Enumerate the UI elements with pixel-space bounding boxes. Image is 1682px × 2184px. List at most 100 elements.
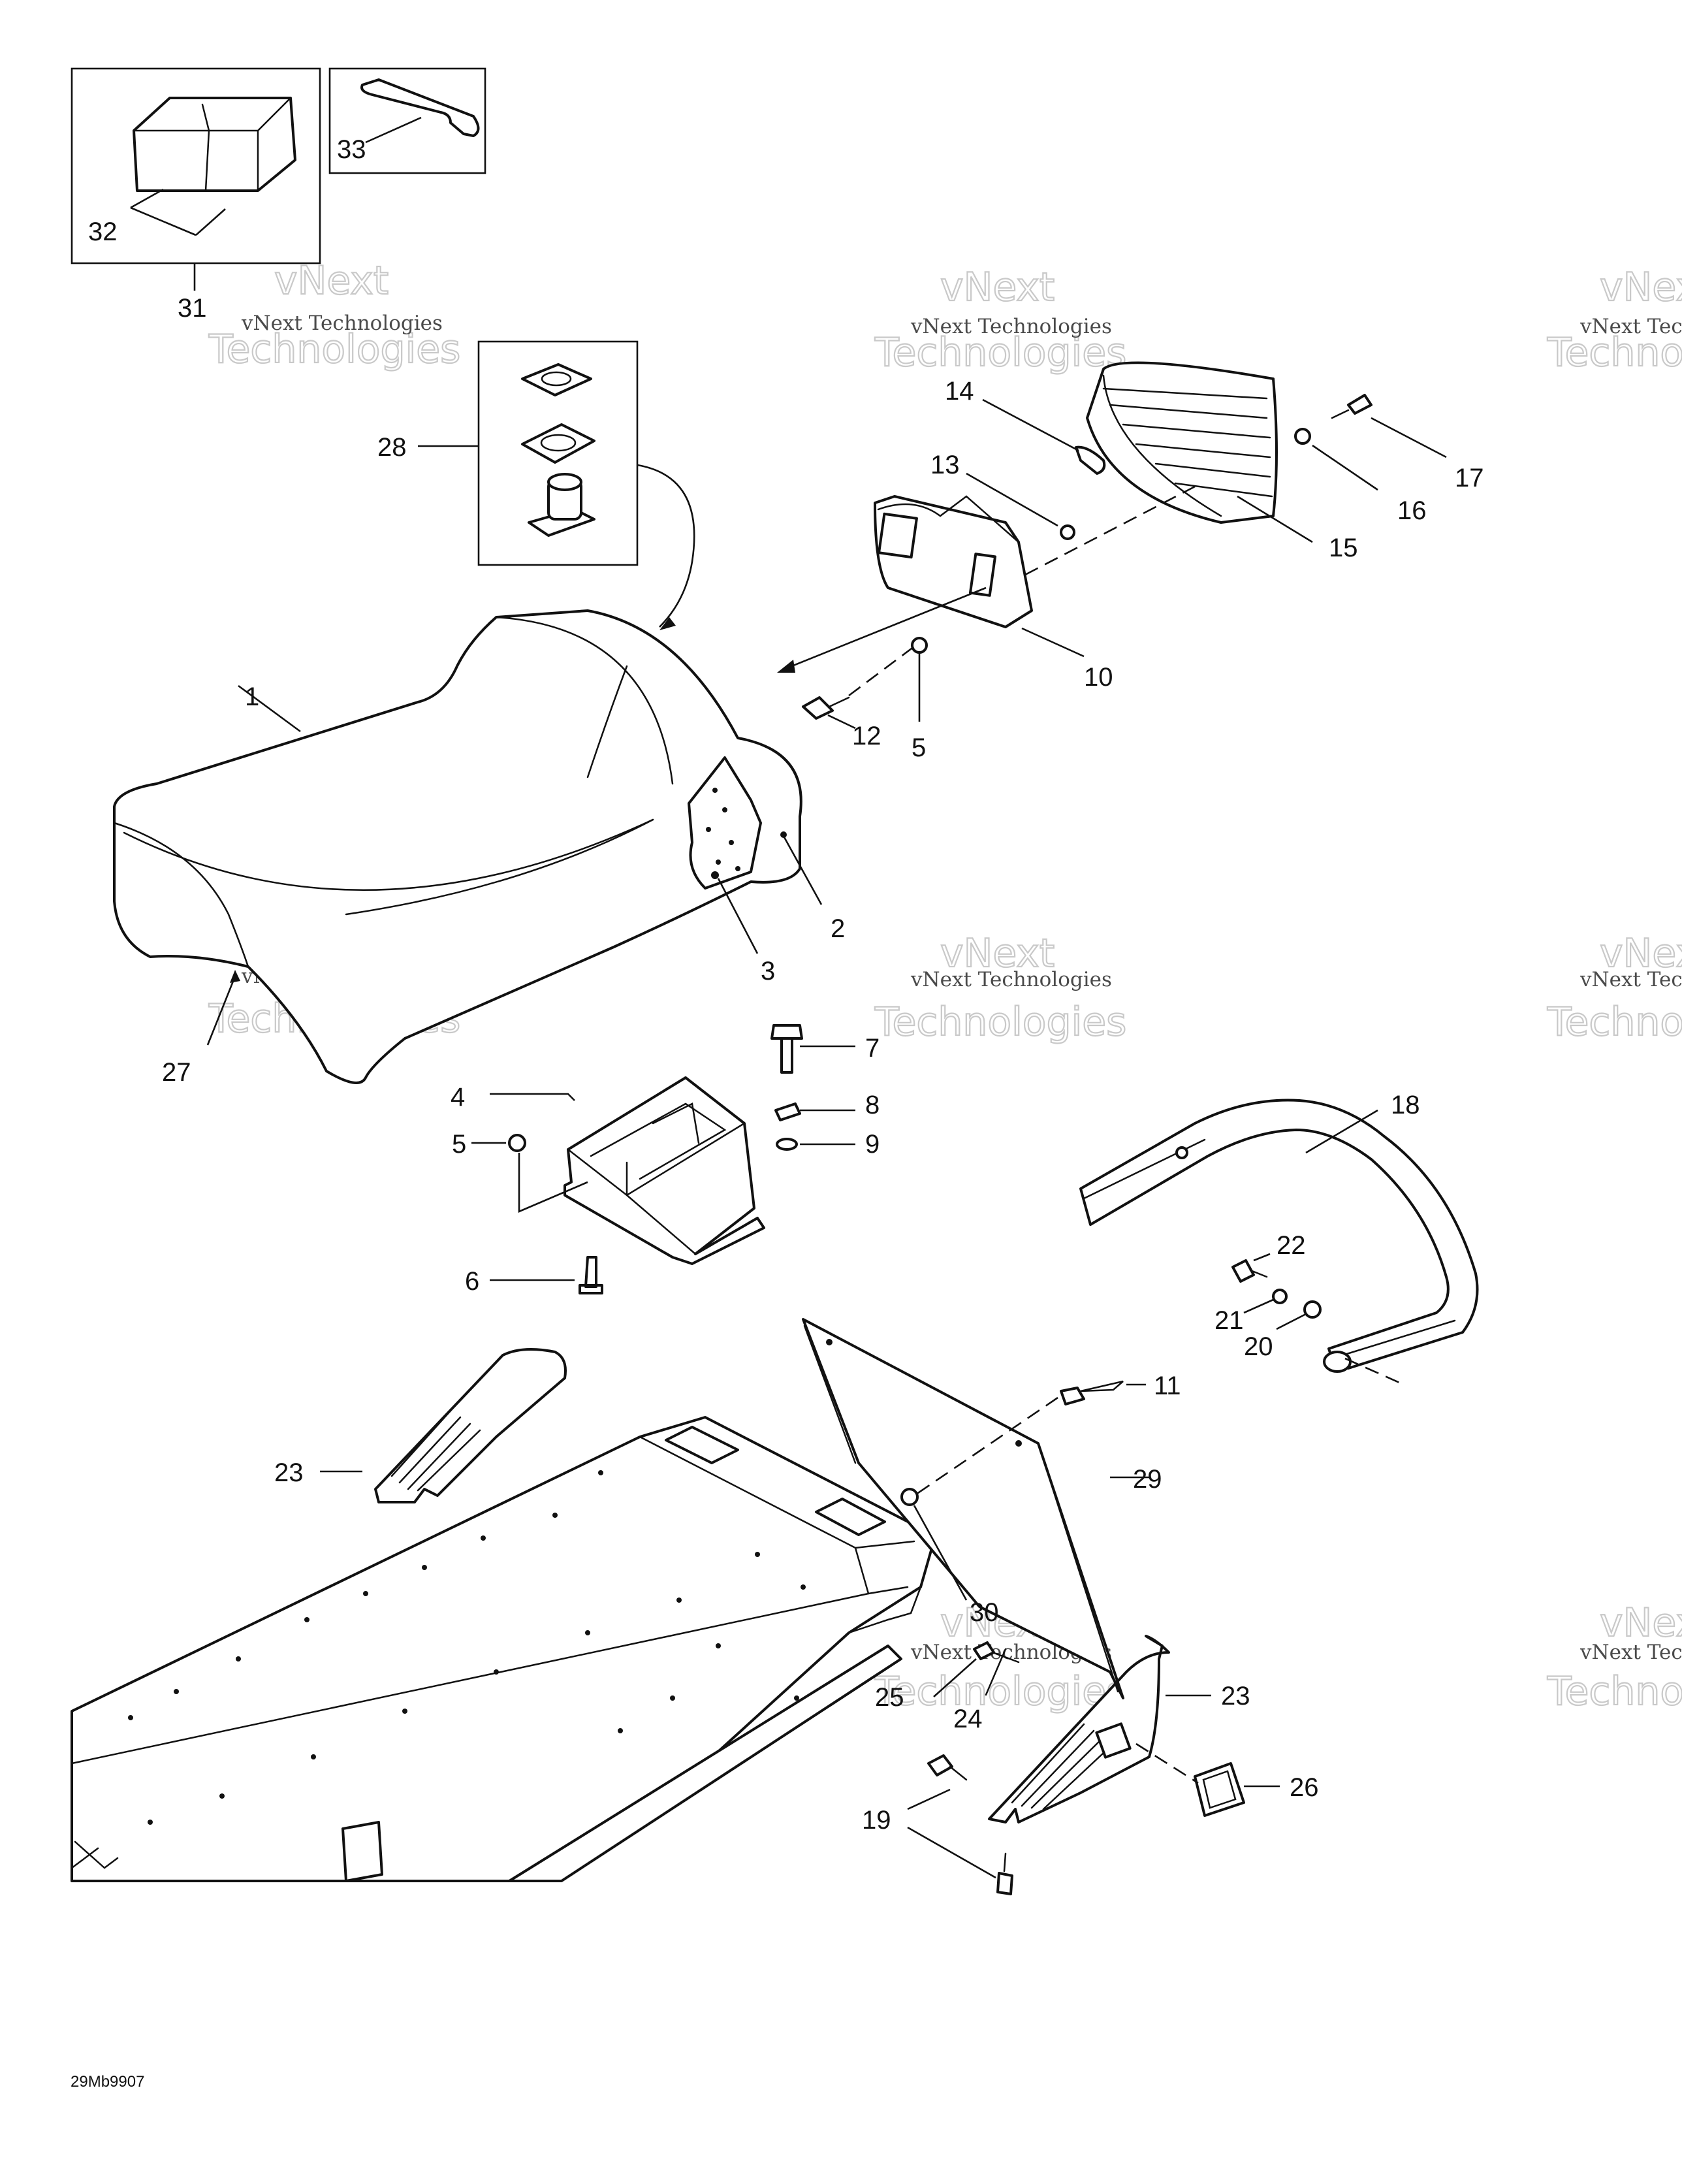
watermark-line1: vNext bbox=[940, 265, 1055, 310]
watermark-caption: vNext Technologies bbox=[1579, 315, 1682, 338]
watermark-line1: vNext bbox=[1600, 931, 1682, 976]
callout-27: 27 bbox=[162, 1058, 191, 1087]
bolt-part-22 bbox=[1231, 1259, 1255, 1283]
screw-part-6 bbox=[579, 1256, 603, 1294]
callout-14: 14 bbox=[945, 377, 974, 406]
grab-handle-assembly bbox=[1079, 1099, 1479, 1386]
washer-part-21 bbox=[1272, 1289, 1288, 1304]
callout-22: 22 bbox=[1277, 1231, 1306, 1260]
leader-15 bbox=[1237, 495, 1313, 543]
tunnel-rail bbox=[508, 1645, 902, 1882]
inset-box-31 bbox=[71, 67, 321, 265]
tunnel-slot-1 bbox=[665, 1426, 739, 1464]
screw-part-19 bbox=[927, 1754, 953, 1776]
callout-4: 4 bbox=[451, 1083, 465, 1112]
inset-seat-cover-kit bbox=[71, 67, 321, 291]
leader-33 bbox=[365, 116, 422, 144]
leader-4 bbox=[490, 1093, 575, 1101]
rivet-part-11 bbox=[1060, 1387, 1085, 1405]
bolt-part-7 bbox=[770, 1024, 803, 1040]
nut-part-13 bbox=[1060, 524, 1075, 540]
leader-19-lower bbox=[907, 1826, 996, 1879]
tunnel-assembly bbox=[71, 1416, 935, 1882]
watermark-9: vNext Technologies vNext Technologies bbox=[1546, 1599, 1682, 1715]
callout-29: 29 bbox=[1133, 1465, 1162, 1494]
callout-17: 17 bbox=[1455, 464, 1484, 492]
callout-23-left: 23 bbox=[274, 1458, 304, 1487]
callout-1: 1 bbox=[245, 682, 259, 711]
watermark-1: vNext Technologies vNext Technologies bbox=[208, 257, 462, 373]
watermark-line2: Technologies bbox=[1547, 1669, 1682, 1714]
leader-17 bbox=[1371, 417, 1447, 458]
leader-19 bbox=[907, 1788, 951, 1810]
leader-21 bbox=[1243, 1298, 1274, 1314]
callout-31: 31 bbox=[178, 294, 207, 323]
watermark-line2: Technologies bbox=[208, 327, 460, 372]
callout-10: 10 bbox=[1084, 663, 1113, 692]
taillight-lens-part-15 bbox=[1086, 361, 1278, 524]
callout-13: 13 bbox=[930, 451, 960, 479]
leader-2 bbox=[782, 835, 823, 905]
watermark-2: vNext Technologies vNext Technologies bbox=[874, 264, 1128, 376]
seat-pad-part-3 bbox=[688, 756, 762, 890]
arrow-28-to-seat bbox=[637, 464, 695, 628]
diagram-code: 29Mb9907 bbox=[71, 2073, 144, 2091]
leader-12 bbox=[827, 714, 856, 730]
leader-25 bbox=[933, 1658, 977, 1697]
tunnel-vent bbox=[341, 1821, 383, 1882]
watermark-line1: vNext bbox=[274, 258, 389, 304]
leader-1 bbox=[238, 684, 301, 733]
axis-12-5 bbox=[848, 645, 915, 697]
callout-23-right: 23 bbox=[1221, 1682, 1250, 1710]
washer-part-8 bbox=[774, 1102, 801, 1121]
seat-piping-lower bbox=[345, 818, 654, 916]
washer-part-5-upper bbox=[911, 637, 928, 654]
tunnel-slot-2 bbox=[815, 1498, 886, 1536]
tunnel-mark bbox=[71, 1840, 119, 1869]
watermark-line2: Technologies bbox=[874, 330, 1126, 376]
seat-back-contour bbox=[495, 616, 674, 785]
callout-25: 25 bbox=[875, 1683, 904, 1712]
callout-21: 21 bbox=[1214, 1306, 1244, 1335]
callout-16: 16 bbox=[1397, 496, 1427, 525]
leader-14 bbox=[982, 398, 1079, 452]
callout-20: 20 bbox=[1244, 1332, 1273, 1361]
protector-left bbox=[320, 1348, 567, 1503]
watermark-6: vNext Technologies vNext Technologies bbox=[1546, 930, 1682, 1046]
callout-28: 28 bbox=[377, 433, 407, 462]
watermark-line2: Technologies bbox=[874, 1669, 1126, 1714]
screw-part-19-lower bbox=[996, 1872, 1013, 1895]
watermark-caption: vNext Technologies bbox=[910, 315, 1112, 338]
callout-3: 3 bbox=[761, 957, 775, 986]
watermark-line1: vNext bbox=[1600, 1600, 1682, 1646]
watermark-3: vNext Technologies vNext Technologies bbox=[1546, 264, 1682, 376]
seat-front-edge bbox=[113, 822, 249, 968]
axis-11-30 bbox=[913, 1396, 1058, 1497]
leader-22 bbox=[1253, 1253, 1271, 1262]
arrow-10-to-seat bbox=[783, 586, 987, 671]
nut-part-9 bbox=[776, 1138, 798, 1151]
axis-10-15 bbox=[1024, 485, 1196, 576]
leader-3 bbox=[717, 878, 759, 954]
leader-27 bbox=[206, 976, 236, 1046]
callout-26: 26 bbox=[1290, 1773, 1319, 1802]
watermark-5: vNext Technologies vNext Technologies bbox=[874, 930, 1128, 1046]
mud-flap-assembly bbox=[802, 1318, 1149, 1699]
callout-labels: 1 2 3 4 5 5 6 7 8 9 10 11 12 13 14 15 16… bbox=[88, 135, 1484, 1835]
axis-26 bbox=[1135, 1742, 1199, 1784]
watermark-caption: vNext Technologies bbox=[910, 968, 1112, 991]
strap-part-33 bbox=[360, 78, 480, 137]
leader-24 bbox=[985, 1648, 1007, 1696]
callout-19: 19 bbox=[862, 1806, 891, 1835]
watermark-line2: Technologies bbox=[1547, 999, 1682, 1045]
callout-30: 30 bbox=[970, 1598, 999, 1627]
washer-part-16 bbox=[1294, 428, 1311, 445]
bulb-part-14 bbox=[1075, 445, 1106, 475]
callout-5-lower: 5 bbox=[452, 1130, 466, 1159]
seat-assembly bbox=[113, 609, 823, 1084]
callout-12: 12 bbox=[852, 722, 881, 750]
watermark-line2: Technologies bbox=[1547, 330, 1682, 376]
washer-part-5-lower bbox=[508, 1134, 526, 1152]
